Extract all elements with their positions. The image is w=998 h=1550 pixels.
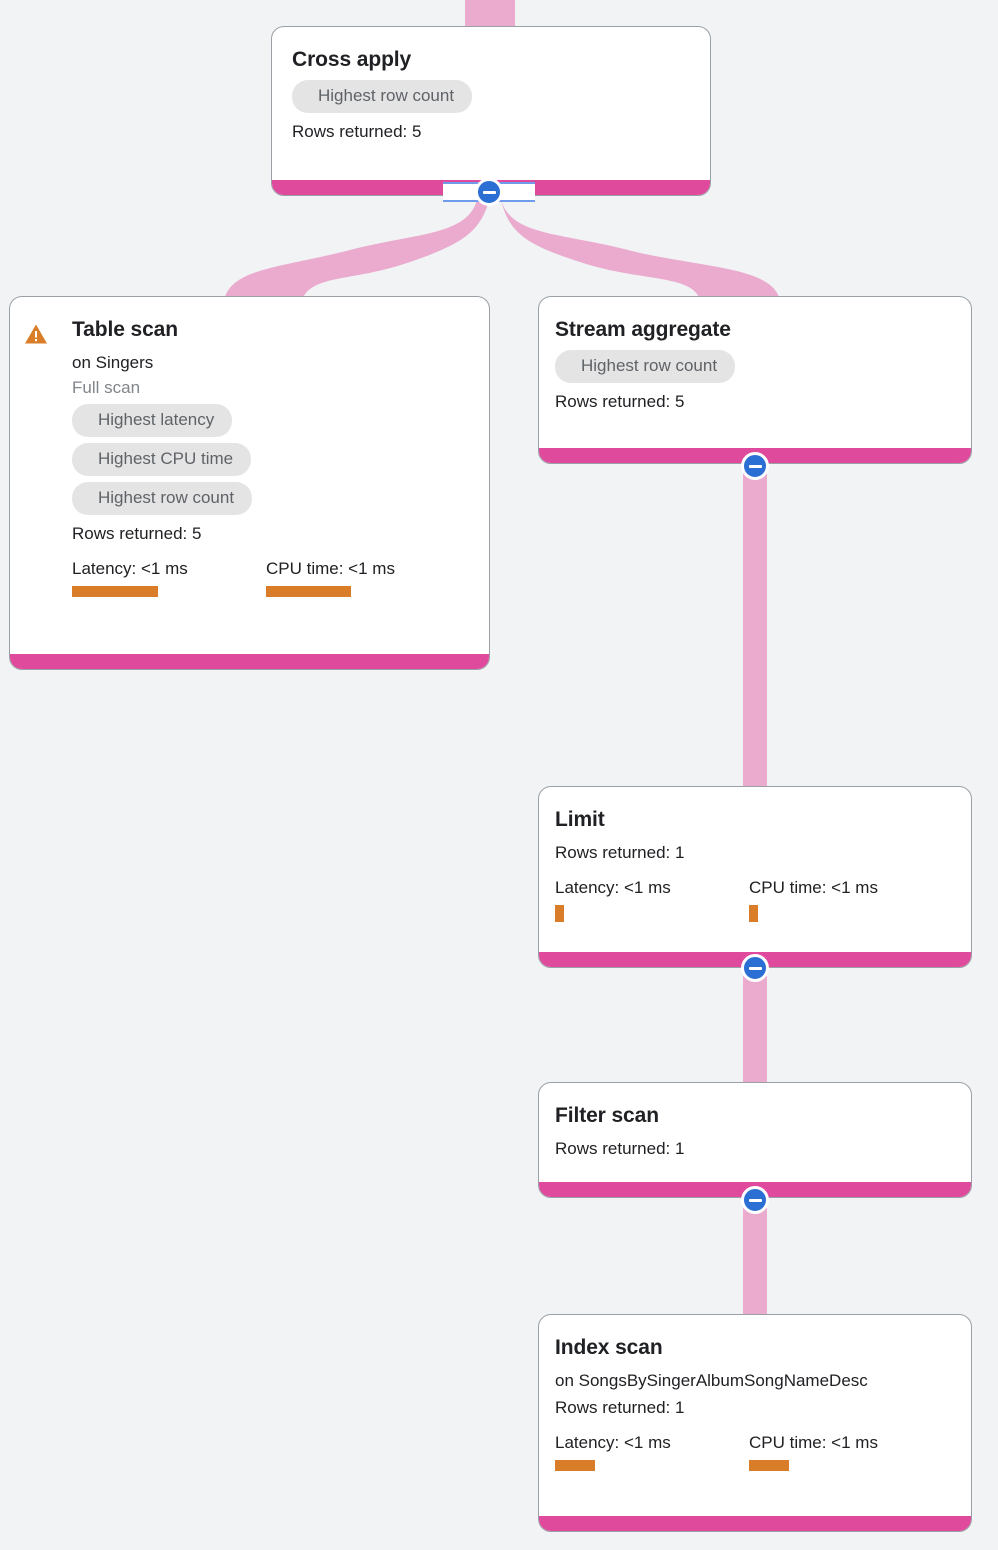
metrics-group: Latency: <1 ms CPU time: <1 ms: [555, 877, 949, 922]
chip-highest-latency: Highest latency: [72, 404, 233, 437]
metric-latency: Latency: <1 ms: [72, 558, 266, 597]
node-title: Stream aggregate: [555, 318, 731, 341]
metric-latency-label: Latency: <1 ms: [555, 878, 671, 897]
node-table-scan[interactable]: Table scan on Singers Full scan Highest …: [9, 296, 490, 670]
node-content: Index scan on SongsBySingerAlbumSongName…: [555, 1335, 949, 1471]
collapse-toggle-filter-scan[interactable]: [741, 1186, 769, 1214]
rows-returned: Rows returned: 5: [292, 122, 422, 141]
node-body: Filter scan Rows returned: 1: [539, 1083, 971, 1182]
node-title: Cross apply: [292, 48, 412, 71]
metric-cpu-time: CPU time: <1 ms: [749, 877, 943, 922]
rows-returned: Rows returned: 1: [555, 1398, 685, 1417]
node-target: on SongsBySingerAlbumSongNameDesc: [555, 1371, 868, 1390]
node-filter-scan[interactable]: Filter scan Rows returned: 1: [538, 1082, 972, 1198]
metric-cpu-bar: [266, 586, 351, 597]
node-content: Cross apply Highest row count Rows retur…: [292, 47, 688, 144]
node-title: Limit: [555, 808, 605, 831]
warning-slot: [24, 317, 72, 345]
node-content: Stream aggregate Highest row count Rows …: [555, 317, 949, 414]
chip-highest-row-count: Highest row count: [555, 350, 736, 383]
node-body: Limit Rows returned: 1 Latency: <1 ms CP…: [539, 787, 971, 952]
warning-triangle-icon: [25, 324, 47, 344]
metric-cpu-bar: [749, 905, 758, 922]
metric-cpu-label: CPU time: <1 ms: [266, 559, 395, 578]
node-index-scan[interactable]: Index scan on SongsBySingerAlbumSongName…: [538, 1314, 972, 1532]
node-title: Filter scan: [555, 1104, 659, 1127]
node-footer-bar: [539, 1516, 971, 1531]
metric-latency: Latency: <1 ms: [555, 1432, 749, 1471]
metric-cpu-bar: [749, 1460, 789, 1471]
node-cross-apply[interactable]: Cross apply Highest row count Rows retur…: [271, 26, 711, 196]
metrics-group: Latency: <1 ms CPU time: <1 ms: [72, 558, 467, 597]
node-body: Stream aggregate Highest row count Rows …: [539, 297, 971, 448]
metrics-group: Latency: <1 ms CPU time: <1 ms: [555, 1432, 949, 1471]
node-content: Limit Rows returned: 1 Latency: <1 ms CP…: [555, 807, 949, 922]
node-scan-type: Full scan: [72, 378, 141, 397]
metric-latency-label: Latency: <1 ms: [72, 559, 188, 578]
node-body: Index scan on SongsBySingerAlbumSongName…: [539, 1315, 971, 1516]
metric-latency-bar: [555, 905, 564, 922]
node-footer-bar: [10, 654, 489, 669]
collapse-toggle-stream-aggregate[interactable]: [741, 452, 769, 480]
node-limit[interactable]: Limit Rows returned: 1 Latency: <1 ms CP…: [538, 786, 972, 968]
metric-latency-label: Latency: <1 ms: [555, 1433, 671, 1452]
chip-highest-cpu-time: Highest CPU time: [72, 443, 252, 476]
node-stream-aggregate[interactable]: Stream aggregate Highest row count Rows …: [538, 296, 972, 464]
collapse-toggle-cross-apply[interactable]: [475, 178, 503, 206]
metric-latency: Latency: <1 ms: [555, 877, 749, 922]
rows-returned: Rows returned: 1: [555, 843, 685, 862]
collapse-toggle-limit[interactable]: [741, 954, 769, 982]
node-content: Filter scan Rows returned: 1: [555, 1103, 949, 1161]
metric-latency-bar: [555, 1460, 595, 1471]
node-title: Index scan: [555, 1336, 663, 1359]
chip-highest-row-count: Highest row count: [72, 482, 253, 515]
metric-cpu-label: CPU time: <1 ms: [749, 1433, 878, 1452]
metric-latency-bar: [72, 586, 158, 597]
node-body: Cross apply Highest row count Rows retur…: [272, 27, 710, 180]
node-title: Table scan: [72, 318, 178, 341]
node-body: Table scan on Singers Full scan Highest …: [10, 297, 489, 654]
metric-cpu-label: CPU time: <1 ms: [749, 878, 878, 897]
chip-group: Highest row count: [555, 350, 949, 383]
metric-cpu-time: CPU time: <1 ms: [266, 558, 460, 597]
chip-highest-row-count: Highest row count: [292, 80, 473, 113]
edge-stream-aggregate-to-limit: [743, 462, 767, 792]
edge-cross-apply-to-stream-aggregate: [500, 196, 780, 300]
node-content: Table scan on Singers Full scan Highest …: [72, 317, 467, 597]
chip-group: Highest latency Highest CPU time Highest…: [72, 404, 467, 515]
rows-returned: Rows returned: 5: [555, 392, 685, 411]
rows-returned: Rows returned: 5: [72, 524, 202, 543]
metric-cpu-time: CPU time: <1 ms: [749, 1432, 943, 1471]
edge-cross-apply-to-table-scan: [224, 196, 490, 300]
chip-group: Highest row count: [292, 80, 688, 113]
node-target: on Singers: [72, 353, 154, 372]
rows-returned: Rows returned: 1: [555, 1139, 685, 1158]
